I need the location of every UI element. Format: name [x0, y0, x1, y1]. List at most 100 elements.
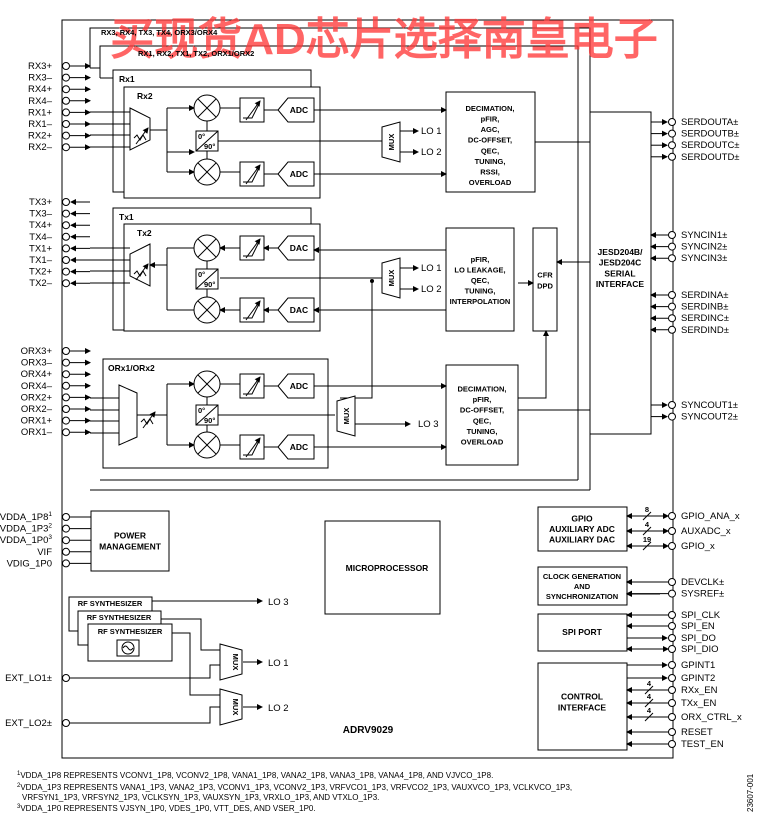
syncin-2: SYNCIN3± — [681, 253, 727, 264]
ctrl-bus-width-1: 4 — [647, 692, 652, 701]
syncin-pin-1 — [668, 242, 676, 251]
bus-width-1: 4 — [645, 520, 650, 529]
footnote-sup: 2 — [48, 523, 52, 530]
orx-pin-pin-5 — [62, 405, 70, 413]
tx-pin-2: TX4+ — [29, 220, 52, 231]
rx-adc-q-label: ADC — [290, 169, 308, 179]
ext-lo-pin-1: EXT_LO2± — [5, 718, 52, 729]
serdin-pin-0 — [668, 291, 676, 299]
serdout-0: SERDOUTA± — [681, 117, 738, 128]
footnote-text: VRFSYN1_1P3, VRFSYN2_1P3, VCLKSYN_1P3, V… — [22, 793, 379, 802]
clk-pin-1 — [668, 589, 676, 598]
power-pin-0: VDDA_1P81 — [0, 511, 52, 523]
ctrl-0: GPINT1 — [681, 660, 715, 671]
orx-dsp-text: DECIMATION, — [457, 385, 506, 394]
ext-lo-circle-0 — [62, 674, 70, 682]
ctrl-pin-3 — [668, 699, 676, 707]
power-pin-3: VIF — [37, 547, 52, 558]
ctrl-bus-width-0: 4 — [647, 679, 652, 688]
rx-dsp-text: DC-OFFSET, — [468, 136, 512, 145]
control-block-text: CONTROL — [561, 692, 603, 702]
tx-pin-6: TX2+ — [29, 267, 52, 278]
serdout-3: SERDOUTD± — [681, 152, 740, 163]
tx-dac-q-label: DAC — [290, 305, 308, 315]
rx-pin-pin-3 — [62, 96, 70, 105]
tx-pin-pin-1 — [62, 209, 70, 218]
tx-pin-5: TX1– — [29, 255, 52, 266]
serdin-pin-3 — [668, 325, 676, 334]
rx-pin-5: RX1– — [28, 119, 52, 130]
clk-1: SYSREF± — [681, 589, 724, 600]
lo2-mux-label: MUX — [231, 699, 240, 716]
power-pin-circle-3 — [62, 547, 70, 556]
footnote-sup: 1 — [48, 511, 52, 518]
rx-pin-2: RX4+ — [28, 84, 52, 95]
clk-pin-0 — [668, 578, 676, 586]
ctrl-pin-1 — [668, 674, 676, 682]
tx-lo-mux-label: MUX — [387, 270, 396, 287]
rf-synth-label-2: RF SYNTHESIZER — [87, 613, 152, 622]
jesd-block — [589, 111, 652, 435]
rx-pin-pin-1 — [62, 73, 70, 82]
spi-0: SPI_CLK — [681, 610, 721, 621]
rx-pin-pin-7 — [62, 143, 70, 152]
rx-lo-mux-label: MUX — [387, 134, 396, 151]
power-pin-2: VDDA_1P03 — [0, 534, 52, 546]
gpio-1: AUXADC_x — [681, 526, 731, 537]
ctrl-2: RXx_EN — [681, 685, 718, 696]
lo2-out-label: LO 2 — [268, 703, 289, 714]
footnote-2: VRFSYN1_1P3, VRFSYN2_1P3, VCLKSYN_1P3, V… — [22, 793, 379, 802]
orx-pin-2: ORX4+ — [21, 369, 53, 380]
orx-input-mux-icon — [118, 384, 138, 446]
syncout-1: SYNCOUT2± — [681, 412, 738, 423]
power-management-block — [90, 510, 170, 572]
orx-dsp-text: QEC, — [473, 416, 491, 425]
ext-lo-pin-0: EXT_LO1± — [5, 673, 52, 684]
rx-pin-7: RX2– — [28, 142, 52, 153]
spi-1: SPI_EN — [681, 621, 715, 632]
orx-pin-pin-4 — [62, 393, 70, 402]
tx-pin-pin-3 — [62, 232, 70, 241]
orx-pin-pin-0 — [62, 347, 70, 355]
ctrl-1: GPINT2 — [681, 673, 715, 684]
power-pin-circle-1 — [62, 524, 70, 533]
ctrl-pin-6 — [668, 740, 676, 748]
spi-2: SPI_DO — [681, 633, 716, 644]
spi-pin-3 — [668, 645, 676, 653]
syncout-0: SYNCOUT1± — [681, 400, 738, 411]
tx-dsp-text: QEC, — [471, 276, 489, 285]
ctrl-4: ORX_CTRL_x — [681, 712, 742, 723]
gpio-block-text: GPIO — [571, 513, 593, 523]
spi-3: SPI_DIO — [681, 644, 719, 655]
orx-pin-0: ORX3+ — [21, 346, 53, 357]
rf-synth-label-1: RF SYNTHESIZER — [78, 599, 143, 608]
serdin-pin-1 — [668, 302, 676, 311]
lo1-mux — [219, 643, 243, 681]
serdout-1: SERDOUTB± — [681, 129, 739, 140]
orx-dsp-text: pFIR, — [473, 395, 492, 404]
tx-dac-i-label: DAC — [290, 243, 308, 253]
rx-lo-mux — [381, 121, 401, 163]
chip-outline — [61, 19, 674, 759]
rx-lo2-label: LO 2 — [421, 147, 442, 158]
serdin-3: SERDIND± — [681, 325, 729, 336]
syncout-pin-1 — [668, 412, 676, 421]
jesd-text: JESD204B/ — [598, 247, 644, 257]
footnote-sup: 3 — [48, 534, 52, 541]
lo2-mux — [219, 688, 243, 726]
syncin-0: SYNCIN1± — [681, 230, 727, 241]
gpio-2: GPIO_x — [681, 541, 715, 552]
phase-90-label: 90° — [204, 142, 215, 151]
phase-90-label: 90° — [204, 416, 215, 425]
ctrl-pin-0 — [668, 661, 676, 669]
tx-pin-pin-6 — [62, 267, 70, 276]
syncout-pin-0 — [668, 401, 676, 409]
rx-dsp-text: pFIR, — [481, 115, 500, 124]
tx-pin-0: TX3+ — [29, 197, 52, 208]
tx-pin-pin-2 — [62, 221, 70, 230]
phase-0-label: 0° — [198, 270, 205, 279]
spi-pin-0 — [668, 611, 676, 619]
serdin-0: SERDINA± — [681, 290, 728, 301]
chip-name: ADRV9029 — [343, 725, 394, 736]
